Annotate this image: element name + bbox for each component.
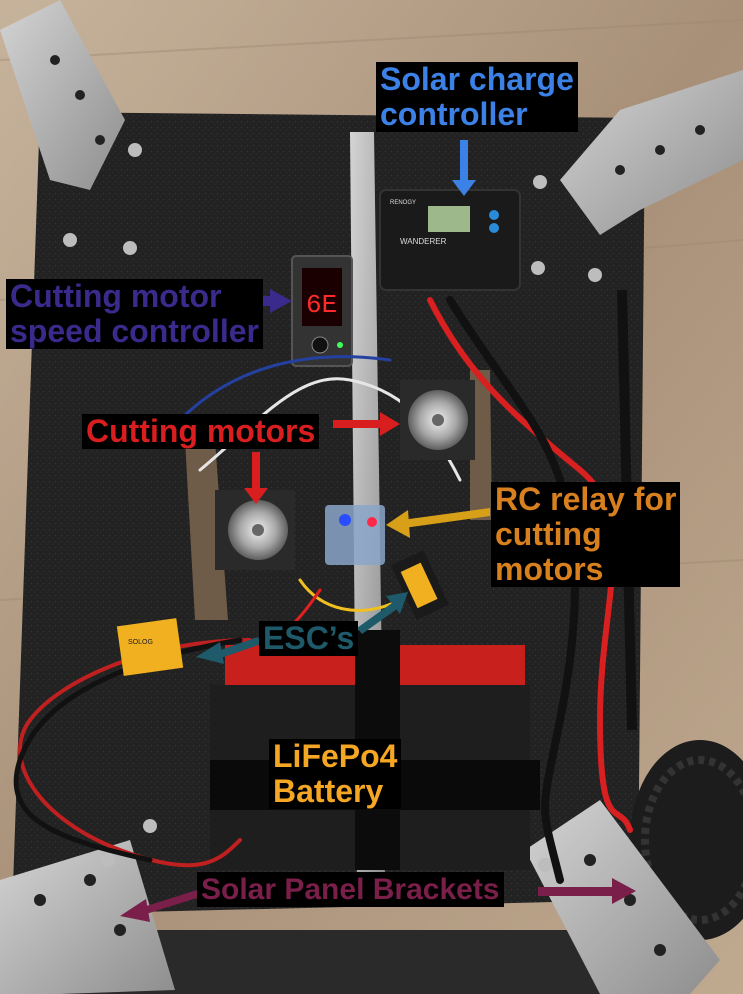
label-line: Cutting motor bbox=[10, 278, 222, 314]
bracket-top-left bbox=[0, 0, 125, 190]
speed-controller: 6E bbox=[291, 255, 353, 367]
esc-right bbox=[391, 550, 449, 620]
charge-controller-model: WANDERER bbox=[400, 237, 447, 246]
label-line: Battery bbox=[273, 773, 384, 809]
label-escs: ESC’s bbox=[259, 620, 359, 656]
label-line: cutting bbox=[495, 516, 602, 552]
esc-brand: SOLOG bbox=[128, 639, 153, 646]
label-line: Cutting motors bbox=[86, 413, 316, 449]
speed-display: 6E bbox=[306, 290, 337, 320]
label-line: Solar Panel Brackets bbox=[201, 873, 500, 906]
label-line: RC relay for bbox=[495, 481, 677, 517]
label-solar-panel-brackets: Solar Panel Brackets bbox=[197, 872, 504, 907]
label-speed-controller: Cutting motor speed controller bbox=[6, 279, 263, 349]
arrow-cutting bbox=[244, 412, 400, 504]
label-line: LiFePo4 bbox=[273, 738, 398, 774]
bracket-top-right bbox=[560, 70, 743, 235]
cutting-motor-right bbox=[400, 380, 475, 460]
esc-left: SOLOG bbox=[116, 618, 184, 676]
arrow-brackets bbox=[120, 878, 636, 922]
cutting-motor-left bbox=[215, 490, 295, 570]
label-line: speed controller bbox=[10, 313, 259, 349]
arrow-solar bbox=[452, 140, 476, 196]
label-battery: LiFePo4 Battery bbox=[269, 738, 402, 809]
label-cutting-motors: Cutting motors bbox=[82, 413, 320, 449]
rc-relay bbox=[325, 505, 385, 565]
label-line: Solar charge bbox=[380, 61, 574, 97]
label-solar-charge-controller: Solar charge controller bbox=[376, 62, 578, 132]
label-rc-relay: RC relay for cutting motors bbox=[491, 481, 681, 587]
label-line: controller bbox=[380, 96, 528, 132]
arrow-relay bbox=[386, 508, 490, 538]
bracket-bottom-left bbox=[0, 840, 175, 994]
charge-controller-brand: RENOGY bbox=[390, 200, 416, 206]
bolts bbox=[63, 143, 602, 872]
label-line: motors bbox=[495, 551, 604, 587]
charge-controller: RENOGY WANDERER bbox=[379, 189, 521, 291]
arrow-esc bbox=[196, 592, 408, 664]
label-line: ESC’s bbox=[263, 620, 355, 656]
